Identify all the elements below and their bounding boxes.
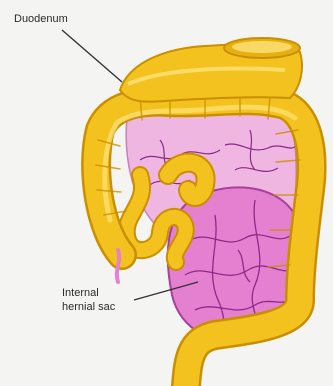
hernial-sac-label-line2: hernial sac	[62, 300, 115, 314]
duodenum-label: Duodenum	[14, 12, 68, 26]
duodenum	[120, 38, 302, 102]
hernial-sac-label-line1: Internal	[62, 286, 115, 300]
hernial-sac-label: Internal hernial sac	[62, 286, 115, 314]
bowel-tail	[117, 250, 119, 282]
duodenum-leader-line	[62, 30, 122, 82]
